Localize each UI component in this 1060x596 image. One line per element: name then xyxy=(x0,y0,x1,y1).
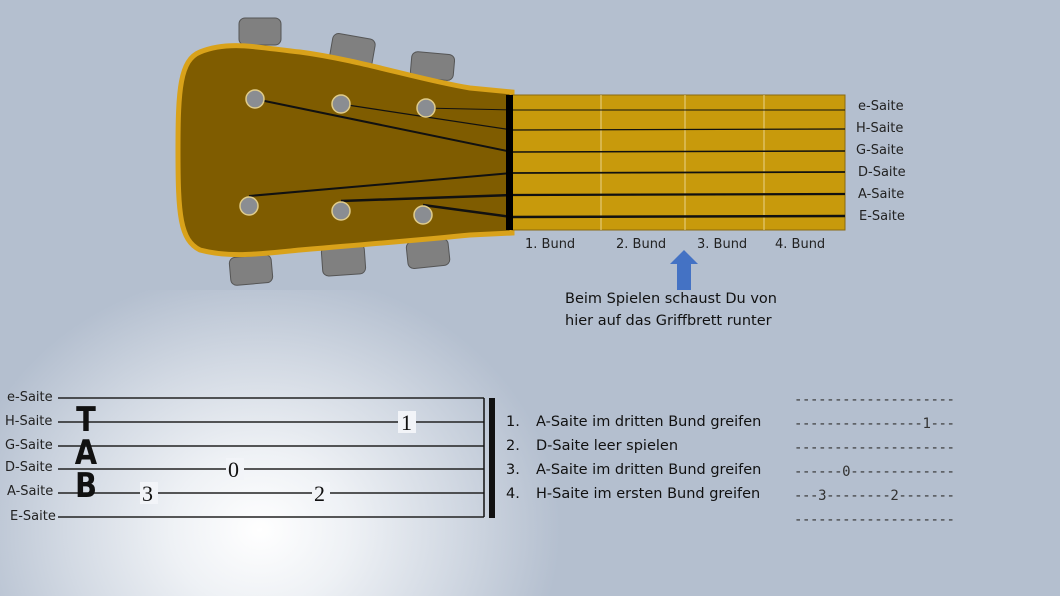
string-label-a: A-Saite xyxy=(858,187,905,202)
ascii-tab-line: ---3--------2------- xyxy=(794,488,955,504)
fret-label-1: 1. Bund xyxy=(525,237,576,252)
tab-label-d: D-Saite xyxy=(5,460,53,475)
arrow-up-icon xyxy=(670,250,698,290)
nut xyxy=(506,95,513,230)
string-label-g: G-Saite xyxy=(856,143,904,158)
viewing-caption: Beim Spielen schaust Du von hier auf das… xyxy=(565,288,777,332)
step-text: H-Saite im ersten Bund greifen xyxy=(536,486,761,502)
background-glow xyxy=(0,290,560,596)
fret-label-4: 4. Bund xyxy=(775,237,826,252)
step-number: 2. xyxy=(506,438,520,454)
tab-label-a: A-Saite xyxy=(7,484,54,499)
ascii-tab-line: ----------------1--- xyxy=(794,416,955,432)
ascii-tab-line: ------0------------- xyxy=(794,464,955,480)
caption-line-1: Beim Spielen schaust Du von xyxy=(565,291,777,307)
string-label-low-e: E-Saite xyxy=(859,209,905,224)
step-number: 3. xyxy=(506,462,520,478)
step-item: 1. A-Saite im dritten Bund greifen xyxy=(506,410,761,434)
fretboard xyxy=(511,94,846,231)
tab-note: 2 xyxy=(314,481,325,506)
tab-label-g: G-Saite xyxy=(5,438,53,453)
string-label-e: e-Saite xyxy=(858,99,904,114)
step-number: 4. xyxy=(506,486,520,502)
tab-note: 1 xyxy=(401,410,412,435)
tab-note: 0 xyxy=(228,457,239,482)
clef-t: T xyxy=(76,400,96,440)
clef-a: A xyxy=(74,433,98,473)
step-text: A-Saite im dritten Bund greifen xyxy=(536,462,762,478)
tab-label-e: e-Saite xyxy=(7,390,53,405)
step-number: 1. xyxy=(506,414,520,430)
step-item: 4. H-Saite im ersten Bund greifen xyxy=(506,482,761,506)
ascii-tab-line: -------------------- xyxy=(794,440,955,456)
ascii-tab-line: -------------------- xyxy=(794,392,955,408)
tab-label-h: H-Saite xyxy=(5,414,53,429)
string-label-h: H-Saite xyxy=(856,121,904,136)
caption-line-2: hier auf das Griffbrett runter xyxy=(565,313,772,329)
fret-label-3: 3. Bund xyxy=(697,237,748,252)
step-item: 2. D-Saite leer spielen xyxy=(506,434,761,458)
steps-list: 1. A-Saite im dritten Bund greifen 2. D-Sa… xyxy=(506,410,761,506)
clef-b: B xyxy=(74,466,98,506)
tab-note: 3 xyxy=(142,481,153,506)
step-text: A-Saite im dritten Bund greifen xyxy=(536,414,762,430)
headstock xyxy=(175,43,515,258)
ascii-tab: -------------------- ----------------1--… xyxy=(794,388,955,532)
tab-clef: T A B xyxy=(74,400,98,506)
step-item: 3. A-Saite im dritten Bund greifen xyxy=(506,458,761,482)
string-label-d: D-Saite xyxy=(858,165,906,180)
tab-label-low-e: E-Saite xyxy=(10,509,56,524)
ascii-tab-line: -------------------- xyxy=(794,512,955,528)
step-text: D-Saite leer spielen xyxy=(536,438,679,454)
fret-label-2: 2. Bund xyxy=(616,237,667,252)
